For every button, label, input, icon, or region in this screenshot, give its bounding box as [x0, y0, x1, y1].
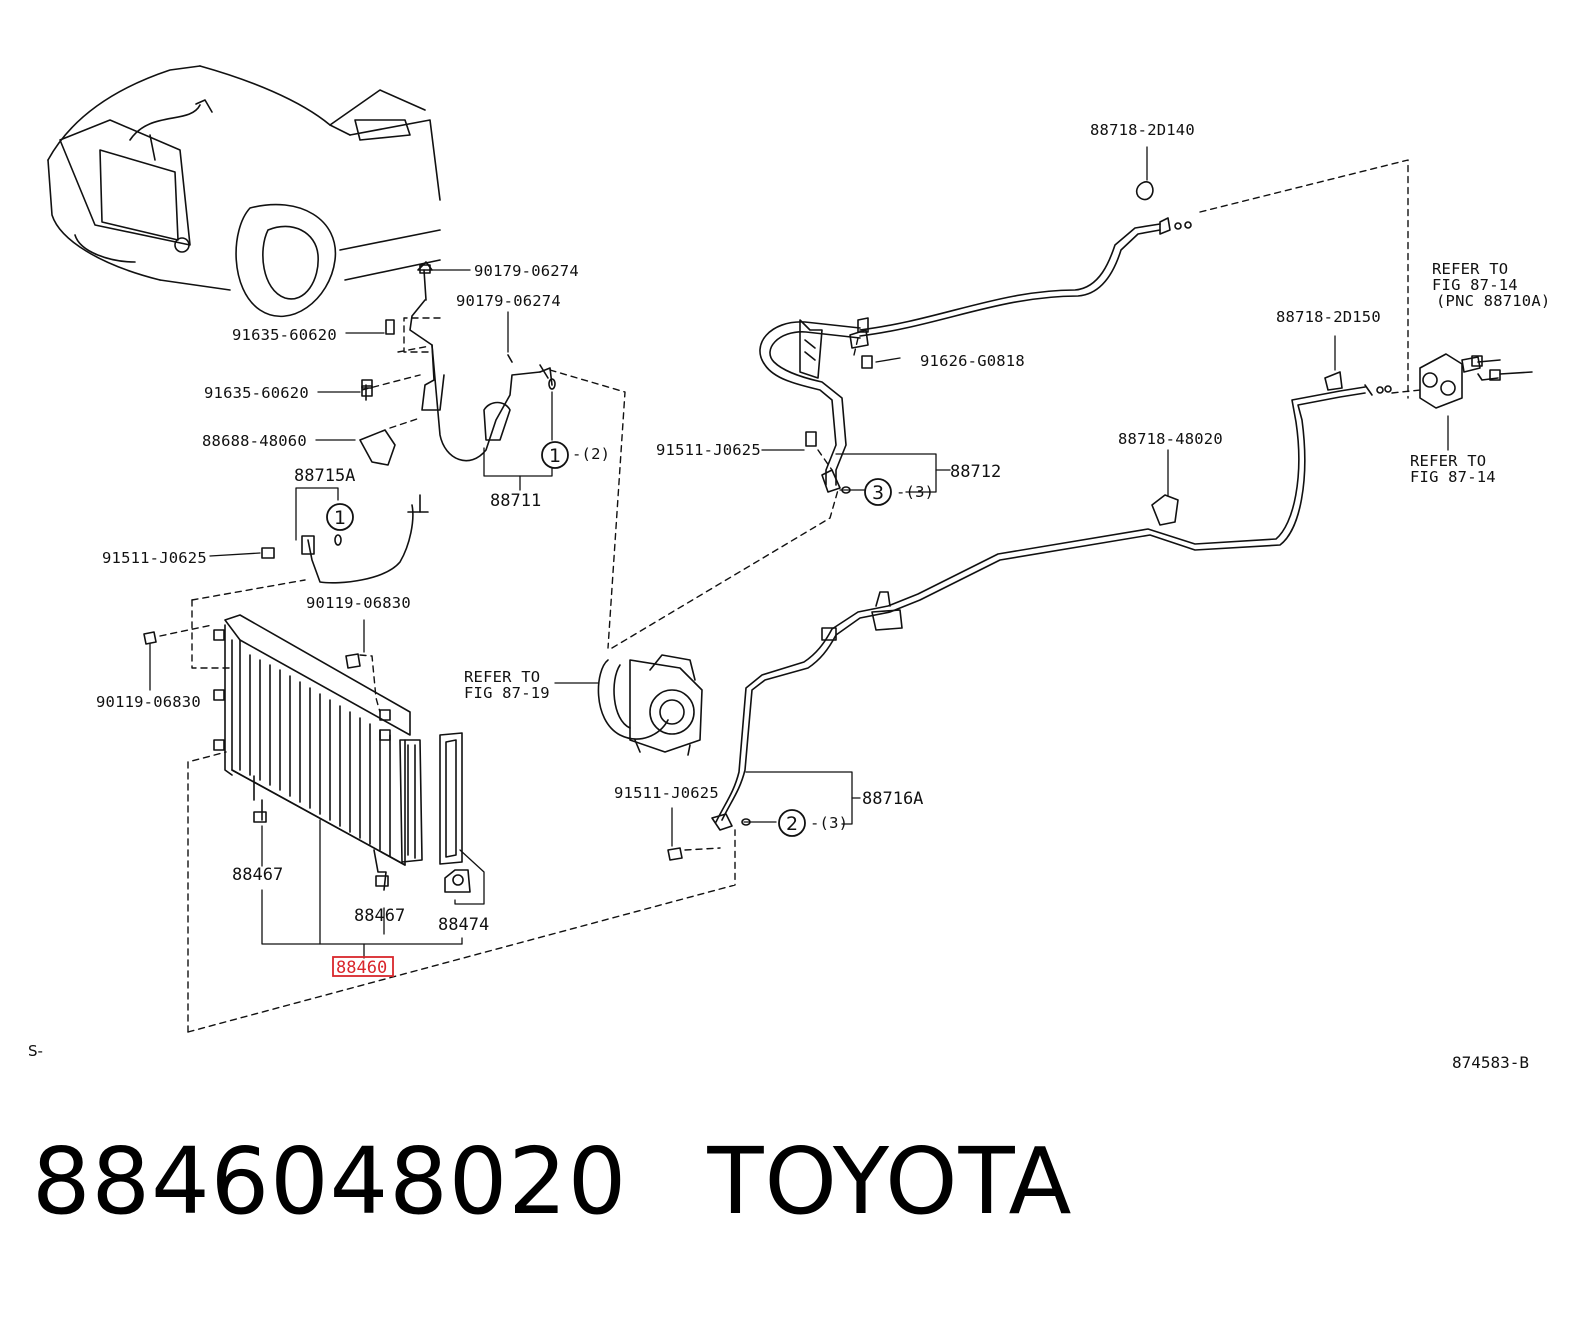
label-88460-highlighted[interactable]: 88460 — [336, 958, 387, 978]
corner-marker: S- — [28, 1042, 43, 1060]
label-91511-J0625-c[interactable]: 91511-J0625 — [614, 784, 719, 802]
hose-88716A — [711, 371, 1392, 831]
refer-bottom-line1: REFER TO — [1410, 452, 1486, 470]
label-91635-60620-b[interactable]: 91635-60620 — [204, 384, 309, 402]
label-88715A[interactable]: 88715A — [294, 466, 355, 486]
label-91511-J0625-a[interactable]: 91511-J0625 — [102, 549, 207, 567]
leader-lines — [149, 146, 1449, 959]
refer-top-line3: (PNC 88710A) — [1436, 292, 1550, 310]
caption: 8846048020 TOYOTA — [32, 1128, 1073, 1235]
label-88467-b[interactable]: 88467 — [354, 906, 405, 926]
refer-compressor-line1: REFER TO — [464, 668, 540, 686]
bolts — [143, 261, 1501, 887]
label-88718-2D140[interactable]: 88718-2D140 — [1090, 121, 1195, 139]
label-88688-48060[interactable]: 88688-48060 — [202, 432, 307, 450]
refer-top-line1: REFER TO — [1432, 260, 1508, 278]
label-88467-a[interactable]: 88467 — [232, 865, 283, 885]
callout-2-number: 2 — [786, 813, 798, 835]
condenser-assembly — [213, 614, 471, 893]
callout-circles — [326, 441, 892, 837]
expansion-valve-block — [1419, 353, 1533, 409]
hose-88711 — [409, 264, 553, 462]
caption-part-number: 8846048020 — [32, 1128, 628, 1235]
label-88718-2D150[interactable]: 88718-2D150 — [1276, 308, 1381, 326]
highlight-box — [332, 956, 394, 977]
refer-top-line2: FIG 87-14 — [1432, 276, 1518, 294]
callout-3-quantity: -(3) — [896, 483, 934, 501]
label-90179-06274-b[interactable]: 90179-06274 — [456, 292, 561, 310]
refer-compressor-line2: FIG 87-19 — [464, 684, 550, 702]
label-90119-06830-a[interactable]: 90119-06830 — [306, 594, 411, 612]
callout-2-quantity: -(3) — [810, 814, 848, 832]
car-sketch — [47, 65, 441, 318]
label-90179-06274-a[interactable]: 90179-06274 — [474, 262, 579, 280]
label-88712[interactable]: 88712 — [950, 462, 1001, 482]
label-88718-48020[interactable]: 88718-48020 — [1118, 430, 1223, 448]
figure-code: 874583-B — [1452, 1053, 1529, 1072]
label-88711[interactable]: 88711 — [490, 491, 541, 511]
compressor — [597, 654, 703, 756]
label-91635-60620-a[interactable]: 91635-60620 — [232, 326, 337, 344]
callout-1-quantity: -(2) — [572, 445, 610, 463]
label-90119-06830-b[interactable]: 90119-06830 — [96, 693, 201, 711]
hose-88715A — [301, 379, 429, 584]
caption-brand: TOYOTA — [707, 1128, 1073, 1235]
callout-1-number: 1 — [549, 445, 561, 467]
hose-88712 — [759, 181, 1192, 493]
callout-1b-number: 1 — [334, 507, 346, 529]
label-91511-J0625-b[interactable]: 91511-J0625 — [656, 441, 761, 459]
refer-bottom-line2: FIG 87-14 — [1410, 468, 1496, 486]
callout-3-number: 3 — [872, 482, 884, 504]
dashed-guides — [159, 159, 1421, 1033]
label-91626-G0818[interactable]: 91626-G0818 — [920, 352, 1025, 370]
label-88474[interactable]: 88474 — [438, 915, 489, 935]
label-88716A[interactable]: 88716A — [862, 789, 923, 809]
